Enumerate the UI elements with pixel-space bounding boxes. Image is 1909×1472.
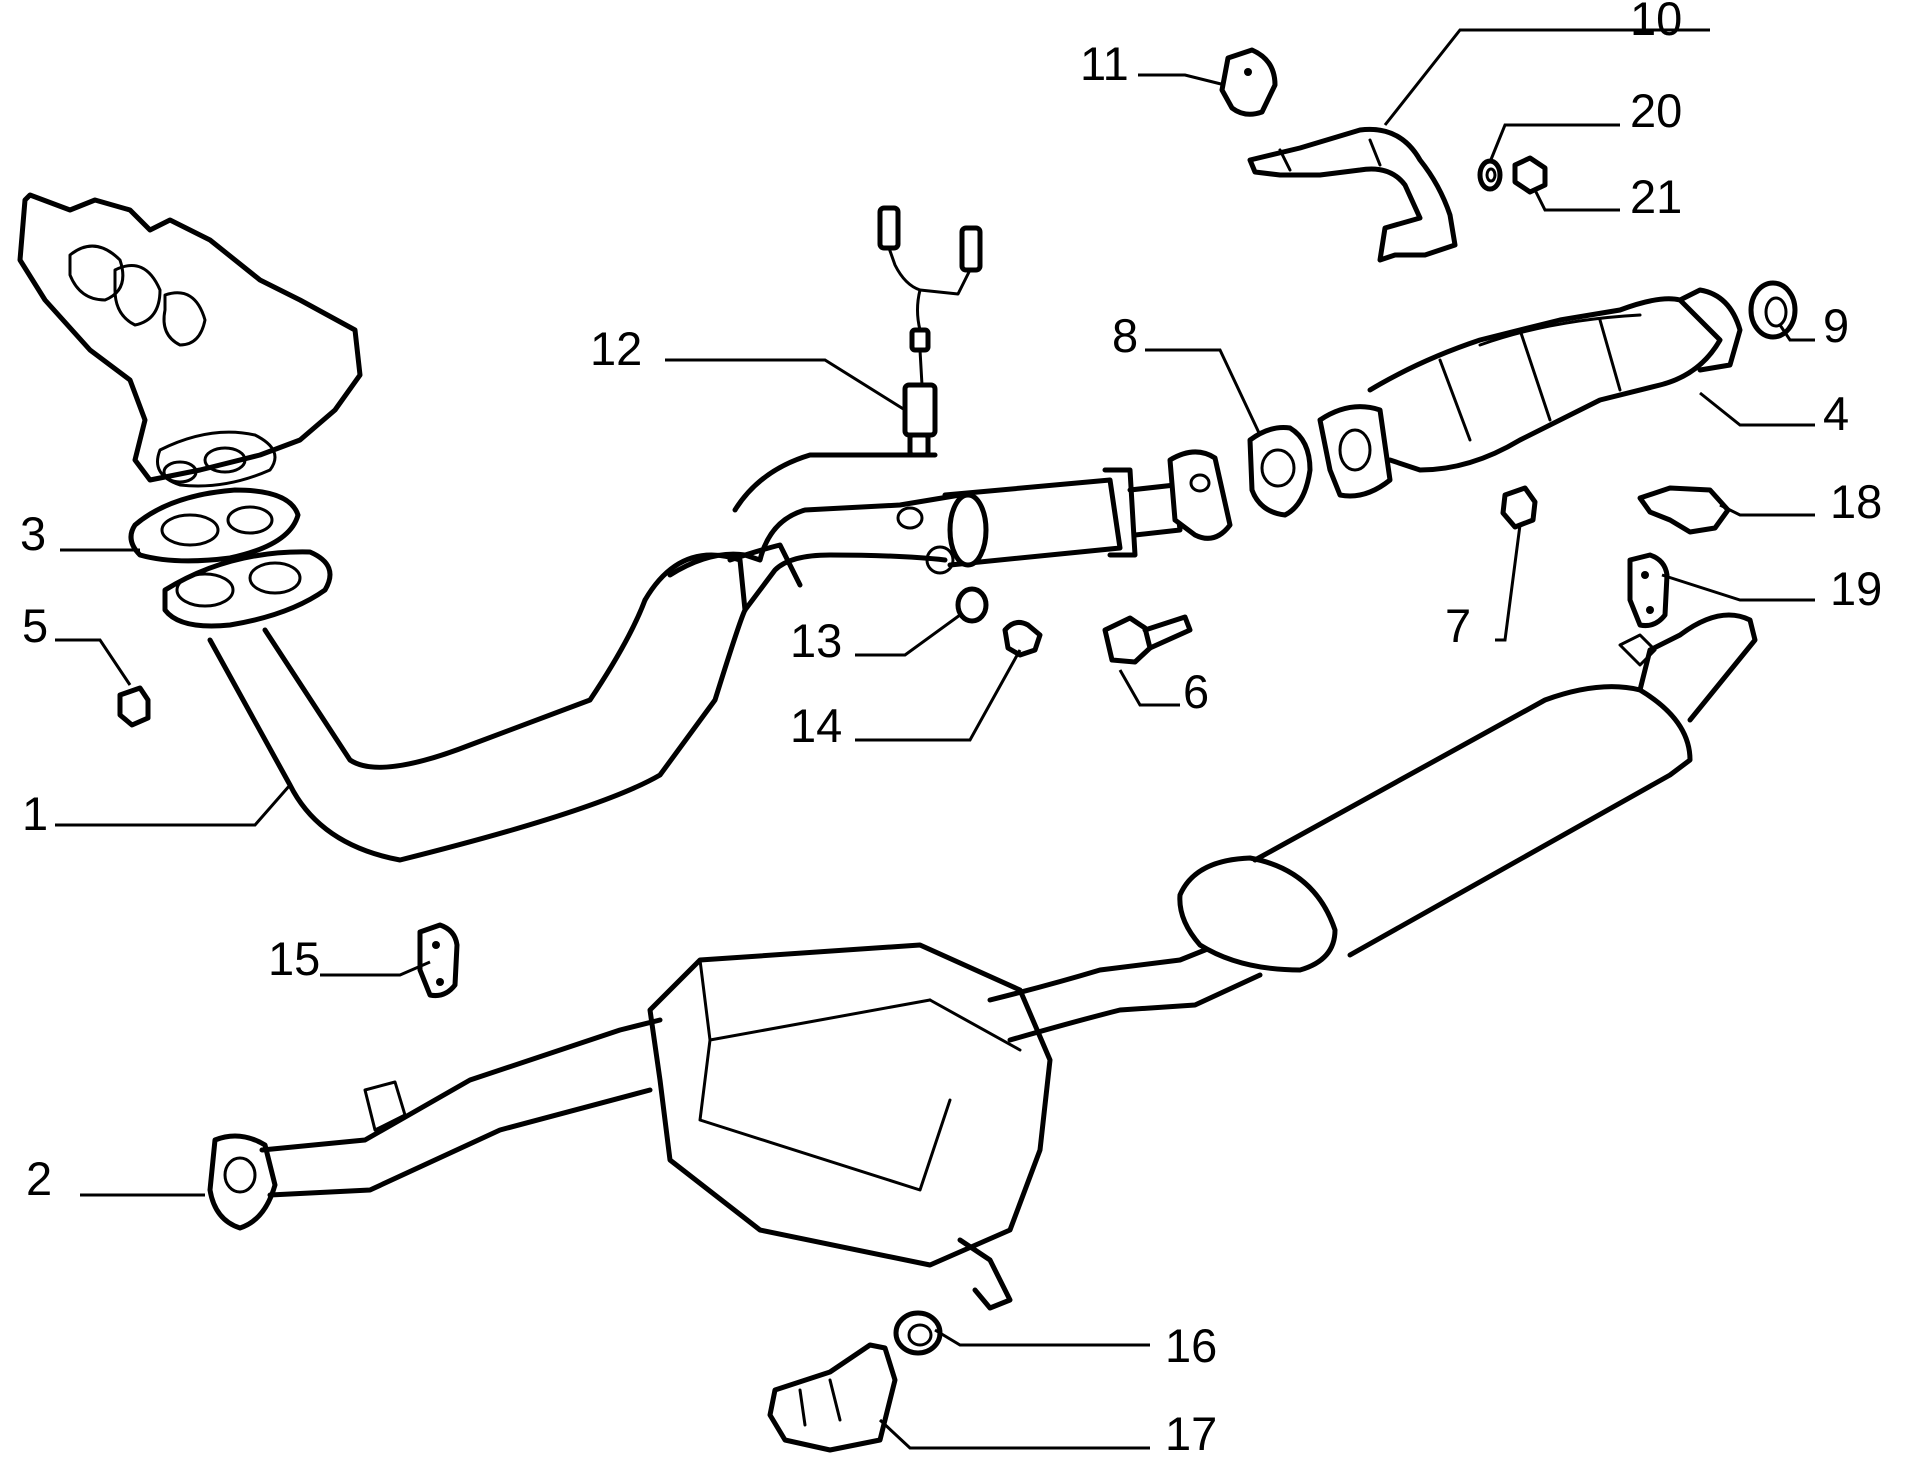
label-2: 2 [26,1152,52,1205]
label-18: 18 [1830,475,1882,528]
rubber-mount-19 [1627,552,1670,628]
label-17: 17 [1165,1407,1217,1460]
label-19: 19 [1830,562,1882,615]
plug [955,586,989,624]
rear-seal-ring [893,1310,943,1356]
hanger-plate [1219,47,1278,117]
leader-lines [55,28,1815,1450]
label-9: 9 [1823,299,1849,352]
manifold-gasket [128,487,301,564]
flange-gasket [1247,425,1313,518]
label-14: 14 [790,699,842,752]
label-5: 5 [22,599,48,652]
rear-bracket-17 [767,1342,898,1453]
exhaust-manifold [17,192,363,488]
label-12: 12 [590,322,642,375]
manifold-nut [117,685,151,728]
label-15: 15 [268,932,320,985]
label-6: 6 [1183,665,1209,718]
label-21: 21 [1630,170,1682,223]
label-13: 13 [790,614,842,667]
label-4: 4 [1823,387,1849,440]
lambda-sensor [877,205,983,458]
label-3: 3 [20,507,46,560]
label-16: 16 [1165,1319,1217,1372]
catalytic-converter [1317,287,1743,499]
screw-cap [1002,619,1043,658]
rear-bracket-18 [1637,485,1731,535]
rubber-mount-15 [417,922,460,998]
heat-shield-bracket [1247,126,1458,263]
nut [1512,155,1548,195]
label-10: 10 [1630,0,1682,45]
catalytic-nut [1500,485,1538,530]
bolt [1102,614,1193,665]
front-exhaust-pipe [162,449,1233,863]
label-7: 7 [1445,599,1471,652]
label-11: 11 [1080,37,1129,90]
washer [1477,158,1503,192]
rear-exhaust-section [207,612,1758,1311]
part-labels: 1 2 3 4 5 6 7 8 9 10 11 12 13 14 15 16 1… [20,0,1882,1460]
label-20: 20 [1630,84,1682,137]
label-8: 8 [1112,309,1138,362]
seal-ring [1748,280,1798,340]
label-1: 1 [22,787,48,840]
